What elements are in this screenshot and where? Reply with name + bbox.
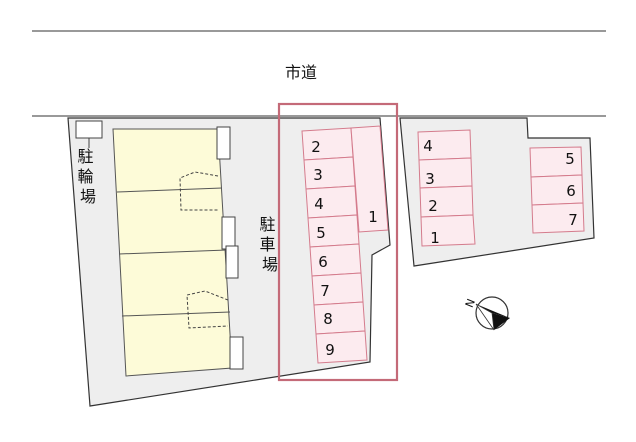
bicycle-parking-label: 駐 輪 場 (77, 147, 98, 206)
parking-space-number: 4 (423, 137, 433, 155)
parking-space-number: 3 (313, 166, 323, 184)
balcony (225, 245, 239, 279)
parking-space-number: 8 (323, 310, 333, 328)
parking-space-9 (315, 330, 368, 364)
bicycle-parking-marker (75, 120, 103, 139)
car-parking-char: 駐 (259, 215, 275, 234)
building-unit-divider (118, 249, 228, 255)
parking-space-number: 1 (368, 208, 378, 226)
parking-space-number: 4 (314, 195, 324, 213)
car-parking-char: 場 (262, 255, 278, 274)
highlight-frame (277, 102, 399, 382)
building-unit-divider (116, 187, 223, 193)
parking-space-number: 6 (566, 182, 576, 200)
bicycle-parking-char: 場 (80, 187, 96, 206)
balcony (229, 336, 244, 370)
parking-space-8 (313, 301, 366, 335)
north-arrow-icon: N (463, 296, 510, 331)
parking-space-2 (301, 127, 354, 161)
compass-north-label: N (463, 297, 478, 310)
balcony (216, 126, 231, 160)
bicycle-parking-char: 輪 (77, 167, 93, 186)
parking-space-number: 7 (568, 211, 578, 229)
parking-space-number: 1 (430, 229, 440, 247)
parking-space-number: 7 (320, 282, 330, 300)
parking-space-1 (420, 214, 476, 247)
parking-space-number: 9 (325, 341, 335, 359)
road-label: 市道 (285, 63, 317, 82)
east-parking-right-column: 5 6 7 (529, 146, 585, 234)
car-parking-char: 車 (259, 235, 275, 254)
parking-space-3 (303, 156, 356, 190)
parking-space-number: 5 (565, 150, 575, 168)
compass-needle-dark (476, 304, 510, 318)
entrance-outline (179, 171, 219, 211)
parking-space-number: 2 (428, 197, 438, 215)
east-parking-left-column: 4 3 2 1 (417, 129, 476, 247)
building-unit-divider (121, 311, 231, 317)
entrance-outline (186, 290, 229, 329)
highlighted-parking-column: 2 3 4 5 6 7 8 9 1 (301, 125, 389, 364)
compass-needle-body (492, 313, 510, 330)
bicycle-parking-char: 駐 (77, 147, 93, 166)
car-parking-label: 駐 車 場 (259, 215, 280, 274)
parking-space-number: 2 (311, 138, 321, 156)
parking-space-number: 6 (318, 253, 328, 271)
parking-space-number: 5 (316, 224, 326, 242)
compass-needle-light (475, 303, 495, 331)
parking-space-1 (350, 125, 389, 233)
parking-space-7 (531, 202, 585, 234)
balcony (221, 216, 236, 250)
parking-space-number: 3 (425, 170, 435, 188)
